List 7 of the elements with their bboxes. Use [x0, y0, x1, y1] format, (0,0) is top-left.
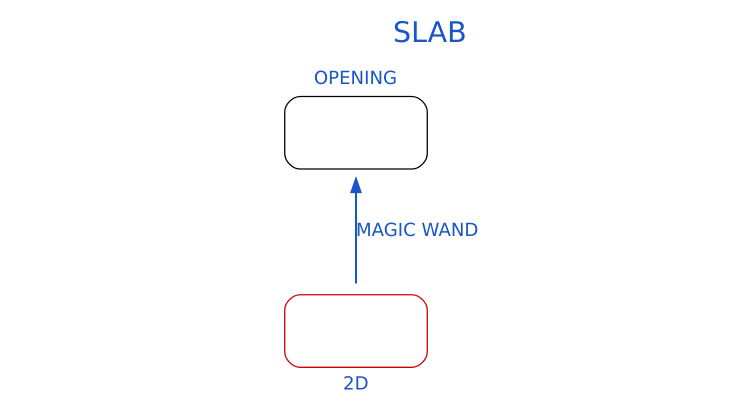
node-box: [284, 294, 428, 368]
node-label: OPENING: [314, 67, 398, 88]
edge-label: MAGIC WAND: [356, 220, 478, 241]
node-box: [284, 95, 428, 170]
diagram-title: SLAB: [393, 16, 467, 49]
arrow: [350, 175, 362, 284]
node-label: 2D: [343, 373, 369, 394]
